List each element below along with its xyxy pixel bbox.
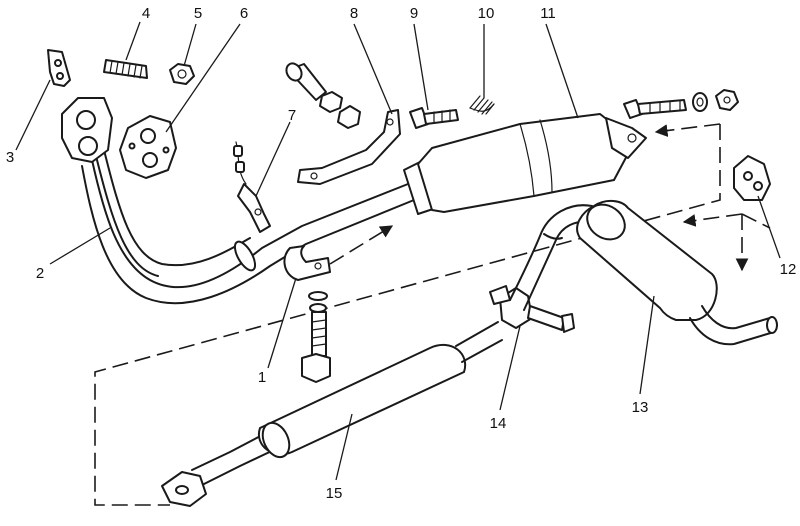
flange-bolt-washer-nut <box>623 89 739 119</box>
callout-7: 7 <box>288 107 296 124</box>
callout-9: 9 <box>410 5 418 22</box>
part-14-pipe-clamp <box>489 285 575 333</box>
part-15-centre-silencer <box>161 321 503 507</box>
part-13-rear-silencer <box>509 200 778 346</box>
part-3-bracket-plate <box>47 49 71 87</box>
callout-12: 12 <box>780 261 797 278</box>
part-11-catalytic-converter <box>403 113 647 215</box>
part-2-front-pipe <box>61 97 415 305</box>
callout-2: 2 <box>36 265 44 282</box>
leader-lines <box>15 21 781 481</box>
callout-5: 5 <box>194 5 202 22</box>
callout-labels: 1 2 3 4 5 6 7 8 9 10 11 12 13 14 15 <box>6 5 797 502</box>
part-9-bolt <box>409 107 459 129</box>
part-6-gasket <box>119 115 177 179</box>
callout-10: 10 <box>478 5 495 22</box>
callout-11: 11 <box>540 5 556 22</box>
callout-15: 15 <box>326 485 343 502</box>
callout-6: 6 <box>240 5 248 22</box>
callout-8: 8 <box>350 5 358 22</box>
callout-14: 14 <box>490 415 507 432</box>
part-8-hanger-bracket <box>285 62 401 185</box>
part-4-stud <box>103 59 148 79</box>
part-12-rubber-mount <box>733 155 771 201</box>
callout-13: 13 <box>632 399 649 416</box>
callout-4: 4 <box>142 5 150 22</box>
assembly-guide-lines <box>94 123 771 506</box>
callout-3: 3 <box>6 149 14 166</box>
part-5-nut <box>169 63 195 85</box>
part-7-oxygen-sensor <box>233 141 271 233</box>
callout-1: 1 <box>258 369 266 386</box>
part-10-spring <box>469 95 495 115</box>
part-1-pipe-clamp <box>283 245 331 383</box>
